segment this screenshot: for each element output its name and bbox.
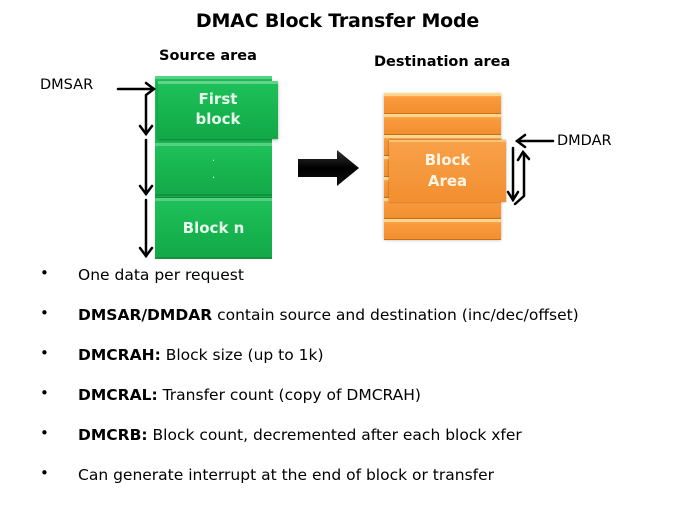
bullet-glyph: •	[40, 304, 49, 322]
down-arrow-icon	[138, 138, 154, 197]
first-block-label-2: block	[195, 110, 241, 128]
return-arrow-icon	[513, 149, 531, 206]
block-n-label: Block n	[182, 219, 245, 237]
source-area: First block . . Block n	[155, 76, 278, 259]
bullet-text: Transfer count (copy of DMCRAH)	[157, 386, 421, 404]
first-block: First block	[158, 81, 278, 139]
destination-area-heading: Destination area	[374, 54, 511, 70]
first-block-label-1: First	[198, 90, 238, 108]
bullet-text: Block count, decremented after each bloc…	[147, 426, 522, 444]
ellipsis-dot-2: .	[211, 170, 216, 181]
destination-arrows	[506, 133, 555, 206]
source-area-heading: Source area	[159, 48, 257, 64]
down-arrow-icon	[138, 94, 154, 137]
down-arrow-icon	[506, 146, 520, 203]
bullet-text: Can generate interrupt at the end of blo…	[78, 466, 495, 484]
bullet-glyph: •	[40, 344, 49, 362]
bullet-text: One data per request	[78, 266, 244, 284]
block-area-label-1: Block	[424, 151, 471, 169]
dmsar-pointer-arrow-icon	[116, 81, 157, 97]
down-arrow-icon	[138, 198, 154, 259]
bullet-text: contain source and destination (inc/dec/…	[212, 306, 579, 324]
slide-title: DMAC Block Transfer Mode	[195, 10, 480, 32]
bullet-bold: DMCRAL:	[78, 386, 158, 404]
transfer-arrow-icon	[298, 150, 359, 186]
dmdar-label: DMDAR	[557, 133, 612, 149]
block-area: Block Area	[389, 140, 506, 202]
bullet-glyph: •	[40, 384, 49, 402]
destination-row	[384, 114, 501, 135]
bullet-bold: DMSAR/DMDAR	[78, 306, 213, 324]
destination-row	[384, 198, 501, 219]
bullet-text: Block size (up to 1k)	[160, 346, 324, 364]
dmsar-label: DMSAR	[40, 77, 94, 93]
bullet-bold: DMCRB:	[78, 426, 148, 444]
destination-row	[384, 219, 501, 240]
ellipsis-dot-1: .	[211, 153, 216, 164]
bullet-glyph: •	[40, 264, 49, 282]
source-arrows	[116, 81, 157, 259]
destination-row	[384, 93, 501, 114]
bullet-glyph: •	[40, 424, 49, 442]
middle-blocks: . .	[155, 143, 272, 196]
block-area-label-2: Area	[427, 172, 468, 190]
bullet-glyph: •	[40, 464, 49, 482]
dmdar-pointer-arrow-icon	[514, 133, 555, 149]
block-n: Block n	[155, 197, 272, 259]
bullet-bold: DMCRAH:	[78, 346, 161, 364]
